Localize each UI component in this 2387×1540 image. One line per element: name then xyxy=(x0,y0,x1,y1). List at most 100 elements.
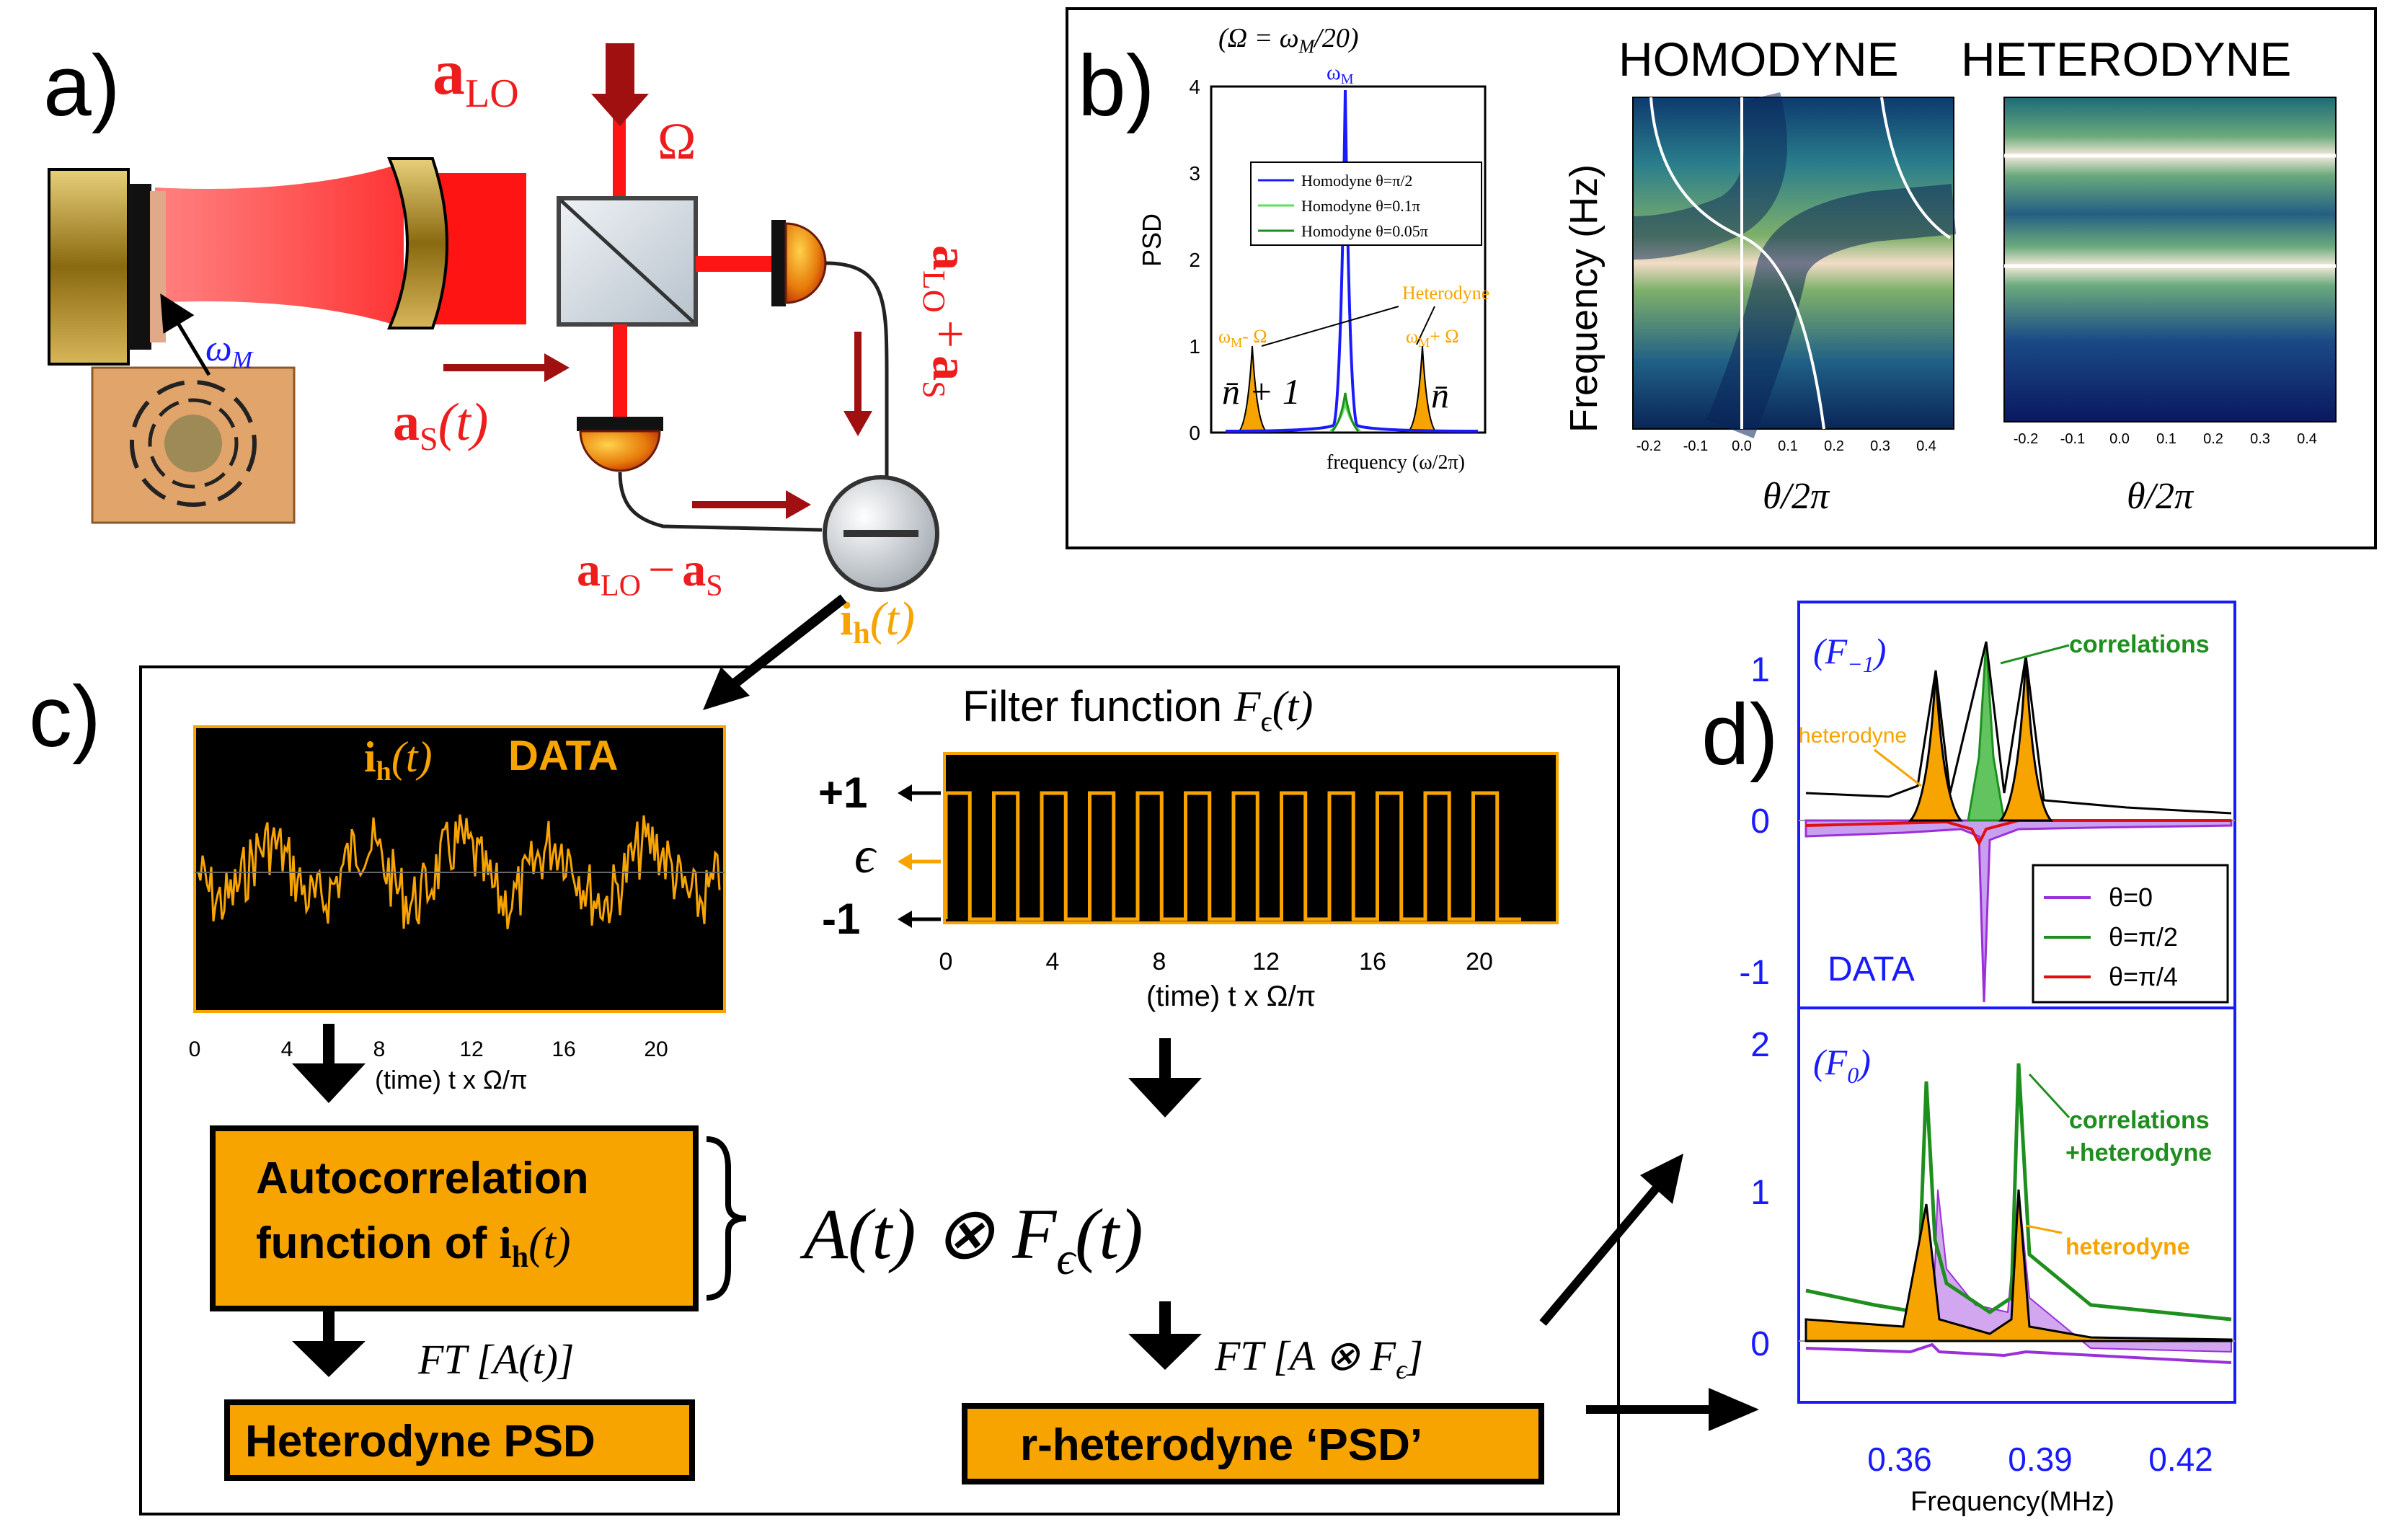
d-xtick: 0.42 xyxy=(2148,1441,2213,1478)
map-xtick: -0.2 xyxy=(2014,431,2038,447)
diff-arrow-head xyxy=(786,490,811,519)
data-xticks: 0 4 8 12 16 20 xyxy=(189,1037,668,1061)
homodyne-map-xlabel: θ/2π xyxy=(1763,476,1830,517)
to-panel-c-arrow-head xyxy=(703,667,750,710)
inset-ring-inner xyxy=(148,398,239,489)
mechanical-resonator xyxy=(128,184,151,350)
nbar-plus-label: n̄ + 1 xyxy=(1222,371,1301,412)
right-sideband-peak xyxy=(1405,345,1439,433)
psd-ytick: 1 xyxy=(1189,335,1200,358)
heterodyne-title: HETERODYNE xyxy=(1961,32,2291,86)
lo-label: aLO xyxy=(433,37,519,116)
panel-b-label: b) xyxy=(1078,37,1155,134)
top-tag: (F−1) xyxy=(1813,631,1886,677)
map-xtick: 0.4 xyxy=(1916,438,1936,454)
omega-m-label: ωM xyxy=(205,328,254,373)
condition-label: (Ω = ωM/20) xyxy=(1218,23,1359,57)
d-xtick: 0.39 xyxy=(2008,1441,2073,1478)
signal-arrow-head xyxy=(544,353,570,382)
corr-het-line1: correlations xyxy=(2069,1107,2210,1134)
arrow-filter-down xyxy=(1159,1038,1171,1081)
heterodyne-psd-label: Heterodyne PSD xyxy=(245,1417,595,1466)
heterodyne-bottom-pointer xyxy=(2025,1224,2063,1234)
data-xlabel: (time) t x Ω/π xyxy=(375,1065,528,1094)
homodyne-title: HOMODYNE xyxy=(1618,32,1899,86)
top-legend xyxy=(2032,864,2229,1004)
r-heterodyne-psd-box xyxy=(962,1403,1544,1484)
current-label: ih(t) xyxy=(840,593,915,650)
inset-pointer xyxy=(160,293,211,376)
filter-xtick: 0 xyxy=(939,948,953,975)
autocorr-line1: Autocorrelation xyxy=(256,1154,589,1203)
heterodyne-map-xticks: -0.2 -0.1 0.0 0.1 0.2 0.3 0.4 xyxy=(2014,431,2317,447)
psd-ytick: 3 xyxy=(1189,162,1200,185)
heterodyne-label: Heterodyne xyxy=(1402,283,1489,304)
d-xticks: 0.36 0.39 0.42 xyxy=(1867,1441,2213,1478)
signal-label: aS(t) xyxy=(393,393,488,457)
d-xtick: 0.36 xyxy=(1867,1441,1932,1478)
map-xtick: -0.1 xyxy=(1683,438,1708,454)
legend-entry: θ=π/4 xyxy=(2109,962,2178,991)
detector-right xyxy=(784,222,827,304)
heterodyne-top-label: heterodyne xyxy=(1799,724,1907,748)
autocorrelation-box xyxy=(210,1125,699,1311)
filter-xtick: 4 xyxy=(1046,948,1060,975)
arrow-data-down xyxy=(323,1024,335,1067)
filter-xlabel: (time) t x Ω/π xyxy=(1146,981,1316,1012)
peak-label: ωM xyxy=(1327,61,1354,87)
map-xtick: 0.3 xyxy=(1870,438,1890,454)
map-xtick: -0.2 xyxy=(1637,438,1661,454)
beam-down xyxy=(613,324,627,418)
map-xtick: 0.1 xyxy=(2156,431,2176,447)
data-trace xyxy=(197,814,721,929)
filter-xticks: 0 4 8 12 16 20 xyxy=(939,948,1493,975)
top-green-fill xyxy=(1967,641,2006,822)
frequency-axis-label: Frequency (Hz) xyxy=(1562,164,1606,433)
arrow-filter-down-head xyxy=(1128,1078,1202,1118)
top-yticks: 1 0 -1 xyxy=(1739,651,1770,992)
filter-square-wave xyxy=(944,791,1521,921)
bottom-ytick: 0 xyxy=(1750,1325,1770,1363)
heterodyne-map xyxy=(2003,97,2337,422)
inset-ring-outer xyxy=(130,380,257,507)
panel-c-frame xyxy=(139,665,1620,1515)
map-xtick: 0.0 xyxy=(2109,431,2130,447)
to-panel-d-lower-arrow-head xyxy=(1709,1388,1759,1431)
data-xtick: 8 xyxy=(373,1037,386,1061)
data-xtick: 12 xyxy=(459,1037,483,1061)
minus-arrow-head xyxy=(898,911,912,928)
legend-entry: θ=π/2 xyxy=(2109,922,2178,952)
bottom-orange-fill xyxy=(1804,1189,2233,1342)
autocorr-line2: function of ih(t) xyxy=(256,1218,571,1274)
map-xtick: 0.4 xyxy=(2297,431,2317,447)
right-sideband-label: ωM+ Ω xyxy=(1406,326,1459,350)
bottom-purple-trace xyxy=(1805,1342,2232,1364)
legend-entry: Homodyne θ=0.1π xyxy=(1301,197,1420,215)
panel-a-label: a) xyxy=(43,37,120,134)
psd-ytick: 0 xyxy=(1189,422,1200,444)
corr-het-line2: +heterodyne xyxy=(2065,1139,2212,1167)
bottom-tag: (F0) xyxy=(1813,1042,1871,1088)
flow-arrows xyxy=(292,1024,1202,1377)
legend-entry: θ=0 xyxy=(2109,882,2153,912)
legend-entry: Homodyne θ=π/2 xyxy=(1301,172,1412,190)
cavity-beam xyxy=(155,162,404,328)
bottom-yticks: 2 1 0 xyxy=(1750,1026,1770,1363)
arrow-data-down-head xyxy=(292,1063,366,1103)
brace xyxy=(706,1136,747,1301)
filter-plus-label: +1 xyxy=(818,769,867,817)
heterodyne-top-pointer xyxy=(1874,748,1922,787)
map-xtick: 0.3 xyxy=(2250,431,2270,447)
diff-label: aLO−aS xyxy=(577,544,723,603)
homodyne-map-xticks: -0.2 -0.1 0.0 0.1 0.2 0.3 0.4 xyxy=(1637,438,1936,454)
data-xtick: 16 xyxy=(552,1037,575,1061)
filter-xtick: 12 xyxy=(1252,948,1280,975)
arrow-auto-down xyxy=(323,1309,335,1345)
top-ytick: 0 xyxy=(1750,802,1770,841)
left-sideband-peak xyxy=(1236,345,1270,433)
homodyne-peak-small-2 xyxy=(1331,392,1360,433)
psd-yticks: 0 1 2 3 4 xyxy=(1189,76,1200,444)
d-xlabel: Frequency(MHz) xyxy=(1910,1487,2114,1517)
psd-ytick: 4 xyxy=(1189,76,1200,98)
